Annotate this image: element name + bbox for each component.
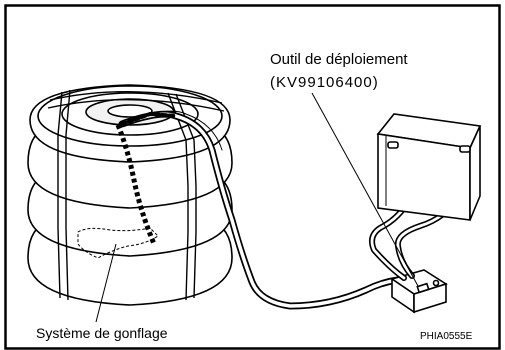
figure-code-label: PHIA0555E bbox=[420, 331, 473, 342]
deployment-tool-code-label: (KV99106400) bbox=[270, 74, 379, 91]
inflator-outline bbox=[77, 227, 159, 259]
inflator-lead-hidden bbox=[115, 124, 157, 245]
figure-frame bbox=[4, 4, 501, 350]
tool-leader-line bbox=[311, 92, 419, 287]
inflator-leader-line bbox=[95, 243, 117, 323]
harness-wiring bbox=[118, 110, 402, 310]
deployment-tool bbox=[390, 269, 448, 314]
inflator-label: Système de gonflage bbox=[36, 325, 168, 341]
battery bbox=[376, 113, 482, 221]
deployment-tool-label: Outil de déploiement bbox=[270, 51, 408, 68]
